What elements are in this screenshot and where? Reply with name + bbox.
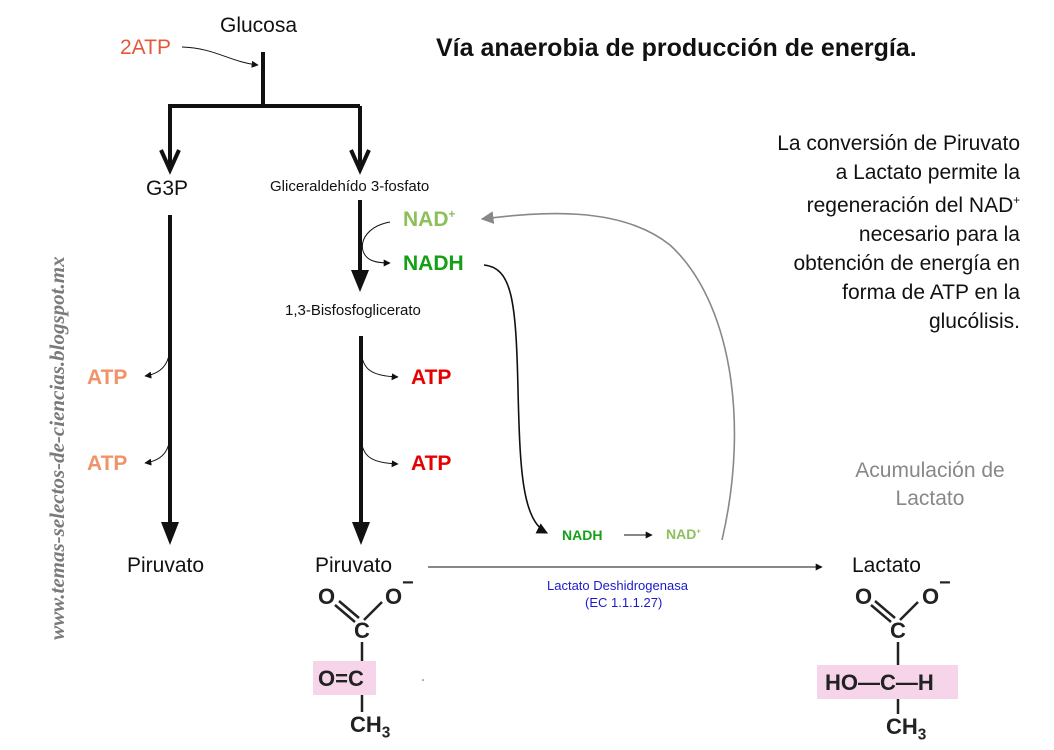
lactate-charge: − <box>939 572 951 594</box>
pyruvate-o-top: O <box>318 584 336 609</box>
left-atp-branch-1 <box>144 334 171 379</box>
pyruvate-methyl-text: CH <box>350 712 382 737</box>
note-line-5: obtención de energía en <box>793 252 1020 275</box>
glucose-trunk <box>159 52 371 175</box>
atp-input-label: 2ATP <box>120 36 171 59</box>
center-atp-branch-2 <box>360 437 399 468</box>
lactate-hydroxyl-highlight <box>817 665 958 699</box>
lactate-methyl-text: CH <box>886 714 918 739</box>
nad-regeneration-arrow <box>480 211 736 541</box>
enzyme-name: Lactato Deshidrogenasa <box>547 578 688 593</box>
accumulation-note: Acumulación de Lactato <box>820 457 1040 513</box>
atp-left-1: ATP <box>87 366 128 389</box>
nad-bottom-label: NAD+ <box>666 526 701 542</box>
nadh-top-label: NADH <box>403 252 464 275</box>
lactate-o-minus: O <box>922 584 940 609</box>
lactate-bonds <box>870 600 919 714</box>
note-line-7: glucólisis. <box>928 310 1020 333</box>
left-atp-branch-2 <box>144 423 171 466</box>
atp-center-1: ATP <box>411 366 452 389</box>
lactate-methyl: CH3 <box>886 714 926 744</box>
pyruvate-o-minus: O <box>385 584 403 609</box>
pyruvate-ketone: O=C <box>318 666 364 691</box>
g3p-label: G3P <box>146 177 189 200</box>
lactate-o-top: O <box>855 584 873 609</box>
explanation-note: La conversión de Piruvato a Lactato perm… <box>700 129 1020 336</box>
nad-top-text: NAD <box>403 208 449 231</box>
accumulation-line-1: Acumulación de <box>855 459 1005 482</box>
nad-bottom-charge: + <box>696 526 701 536</box>
note-line-6: forma de ATP en la <box>842 281 1020 304</box>
atp-center-2: ATP <box>411 452 452 475</box>
lactate-methyl-sub: 3 <box>917 726 927 744</box>
pyruvate-methyl: CH3 <box>350 712 390 742</box>
nad-bottom-text: NAD <box>666 526 697 542</box>
pyruvate-center-label: Piruvato <box>315 554 393 577</box>
pyruvate-bonds <box>334 600 383 712</box>
nad-top-charge: + <box>448 209 456 221</box>
nad-to-nadh-arrow <box>361 221 391 267</box>
lactate-label: Lactato <box>852 554 921 577</box>
nad-top-label: NAD+ <box>403 208 455 232</box>
nadh-transfer-arrow <box>483 264 548 534</box>
pyruvate-dot <box>422 679 424 681</box>
note-line-3-text: regeneración del NAD <box>806 194 1014 217</box>
center-column-arrow-1 <box>351 200 369 292</box>
pyruvate-charge: − <box>402 572 414 594</box>
pyruvate-left-label: Piruvato <box>127 554 205 577</box>
lactate-c1: C <box>890 618 906 643</box>
accumulation-line-2: Lactato <box>895 487 965 510</box>
note-line-4: necesario para la <box>858 223 1020 246</box>
note-line-3-sup: + <box>1013 195 1020 207</box>
enzyme-ec: (EC 1.1.1.27) <box>585 595 663 610</box>
glyceraldehyde-label: Gliceraldehído 3-fosfato <box>270 178 430 195</box>
atp-input-arrow <box>181 46 259 68</box>
left-column-arrow <box>161 215 179 545</box>
pyruvate-c1: C <box>354 618 370 643</box>
lactate-hydroxyl: HO—C—H <box>825 670 934 695</box>
glucose-label: Glucosa <box>220 14 298 37</box>
bisphosphoglycerate-label: 1,3-Bisfosfoglicerato <box>285 302 421 319</box>
center-column-arrow-2 <box>352 336 370 545</box>
watermark: www.temas-selectos-de-ciencias.blogspot.… <box>45 256 69 640</box>
pyruvate-methyl-sub: 3 <box>381 724 391 742</box>
atp-left-2: ATP <box>87 452 128 475</box>
note-line-1: La conversión de Piruvato <box>777 132 1020 155</box>
note-line-3: regeneración del NAD+ <box>700 187 1020 220</box>
center-atp-branch-1 <box>360 349 399 381</box>
note-line-2: a Lactato permite la <box>835 161 1020 184</box>
nadh-bottom-label: NADH <box>562 527 603 543</box>
page-title: Vía anaerobia de producción de energía. <box>436 34 917 62</box>
pyruvate-ketone-highlight <box>313 661 376 695</box>
